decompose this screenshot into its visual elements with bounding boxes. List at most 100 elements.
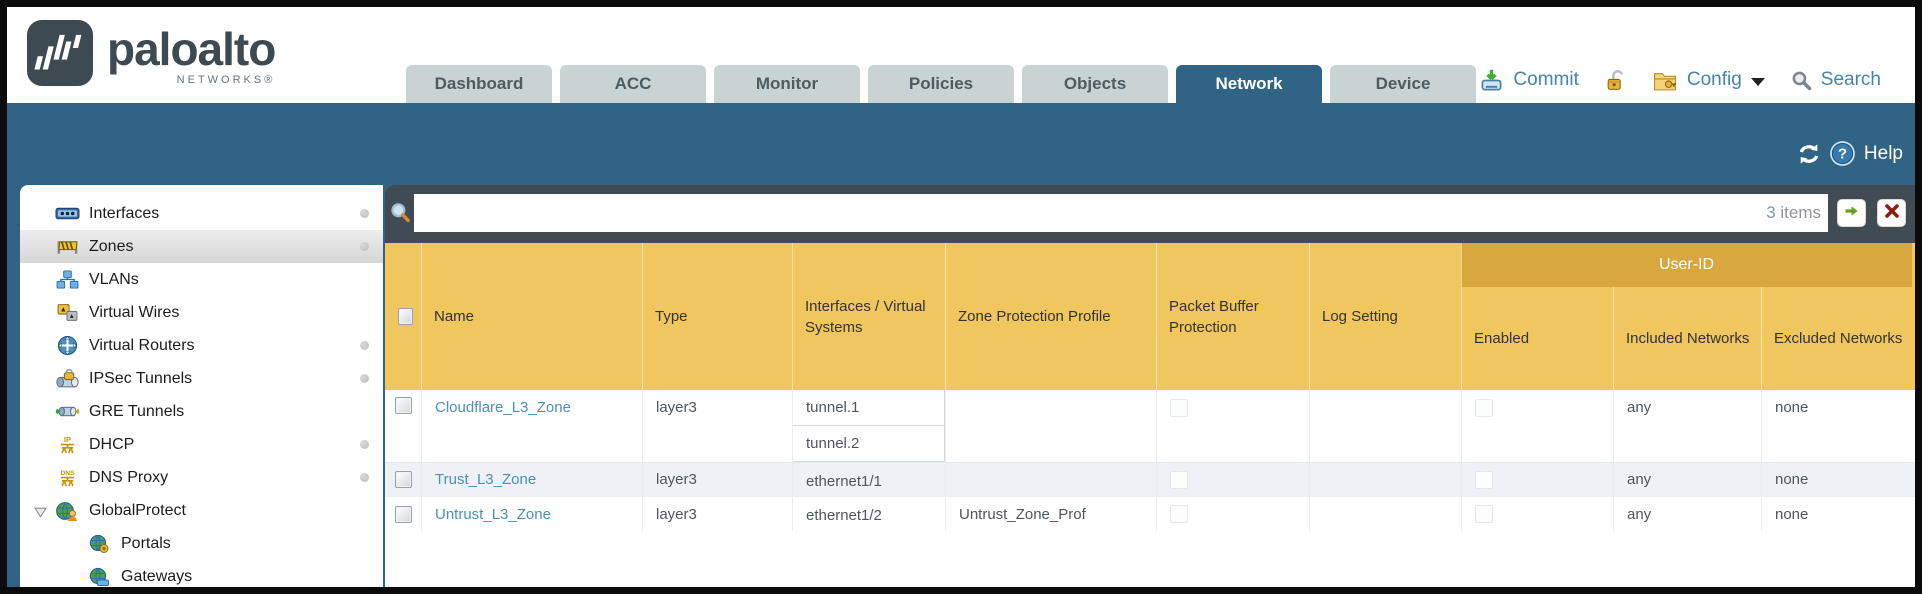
- paloalto-logo-icon: [25, 20, 95, 91]
- band-actions: ? Help: [1797, 140, 1903, 167]
- search-icon[interactable]: [1791, 70, 1812, 91]
- zone-type: layer3: [656, 471, 697, 488]
- column-header-log-setting[interactable]: Log Setting: [1309, 243, 1461, 390]
- filter-toolbar: 3 items: [385, 185, 1915, 243]
- interface-cell: ethernet1/2: [806, 506, 882, 524]
- clear-filter-button[interactable]: [1877, 199, 1906, 227]
- refresh-icon[interactable]: [1797, 143, 1821, 165]
- zone-name-link[interactable]: Trust_L3_Zone: [435, 471, 537, 488]
- config-dropdown-caret-icon[interactable]: [1750, 77, 1765, 86]
- interface-cell: tunnel.1: [793, 390, 944, 426]
- column-header-packet-buffer-protection[interactable]: Packet Buffer Protection: [1156, 243, 1309, 390]
- interface-cell: tunnel.2: [793, 426, 944, 462]
- included-networks: any: [1627, 505, 1652, 523]
- row-checkbox[interactable]: [394, 471, 412, 488]
- zone-name-link[interactable]: Cloudflare_L3_Zone: [435, 399, 571, 416]
- paloalto-logo: paloalto NETWORKS®: [25, 20, 276, 91]
- sidebar-item-virtual-routers[interactable]: Virtual Routers: [20, 329, 383, 362]
- column-header-zone-protection-profile[interactable]: Zone Protection Profile: [945, 243, 1156, 390]
- green-arrow-icon: [1843, 203, 1860, 224]
- sidebar-item-dhcp[interactable]: IP DHCP: [20, 428, 383, 461]
- column-header-name[interactable]: Name: [421, 243, 642, 390]
- tab-policies[interactable]: Policies: [868, 65, 1014, 103]
- included-networks: any: [1627, 399, 1652, 416]
- sidebar-item-gateways[interactable]: Gateways: [20, 560, 383, 587]
- included-networks: any: [1627, 471, 1652, 488]
- globalprotect-icon: [54, 501, 80, 521]
- portals-icon: [86, 534, 112, 554]
- table-row: Trust_L3_Zone layer3 ethernet1/1 any non…: [385, 462, 1915, 496]
- zones-content-panel: 3 items User-ID Name Type Interfaces / V…: [385, 185, 1915, 587]
- status-dot: [360, 440, 369, 449]
- sidebar-item-portals[interactable]: Portals: [20, 527, 383, 560]
- dhcp-icon: IP: [54, 435, 80, 455]
- zones-icon: [54, 237, 80, 256]
- column-header-excluded-networks[interactable]: Excluded Networks: [1761, 287, 1912, 390]
- gre-tunnels-icon: [54, 402, 80, 421]
- tab-dashboard[interactable]: Dashboard: [406, 65, 552, 103]
- zone-type: layer3: [656, 505, 697, 523]
- virtual-routers-icon: [54, 335, 80, 356]
- config-icon[interactable]: [1652, 69, 1678, 92]
- sidebar-item-virtual-wires[interactable]: Virtual Wires: [20, 296, 383, 329]
- status-dot: [360, 473, 369, 482]
- status-dot: [360, 209, 369, 218]
- svg-text:IP: IP: [63, 435, 70, 444]
- packet-buffer-protection-checkbox: [1170, 399, 1188, 417]
- status-dot: [360, 341, 369, 350]
- user-id-group-header: User-ID: [1461, 243, 1912, 287]
- config-button[interactable]: Config: [1686, 69, 1742, 90]
- excluded-networks: none: [1775, 505, 1809, 523]
- tab-monitor[interactable]: Monitor: [714, 65, 860, 103]
- column-header-type[interactable]: Type: [642, 243, 792, 390]
- apply-filter-button[interactable]: [1837, 199, 1866, 227]
- virtual-wires-icon: [54, 303, 80, 322]
- commit-icon[interactable]: [1479, 68, 1504, 93]
- excluded-networks: none: [1775, 471, 1809, 488]
- sidebar-item-ipsec-tunnels[interactable]: IPSec Tunnels: [20, 362, 383, 395]
- top-header-bar: paloalto NETWORKS® Dashboard ACC Monitor…: [7, 7, 1915, 103]
- sidebar-item-interfaces[interactable]: Interfaces: [20, 197, 383, 230]
- help-label[interactable]: Help: [1863, 142, 1903, 164]
- zone-protection-profile: Untrust_Zone_Prof: [959, 505, 1086, 523]
- sidebar-item-vlans[interactable]: VLANs: [20, 263, 383, 296]
- help-icon[interactable]: ?: [1829, 140, 1856, 167]
- search-button[interactable]: Search: [1820, 69, 1881, 90]
- commit-button[interactable]: Commit: [1513, 69, 1579, 90]
- main-nav-tabs: Dashboard ACC Monitor Policies Objects N…: [406, 65, 1476, 103]
- app-background: paloalto NETWORKS® Dashboard ACC Monitor…: [7, 7, 1915, 587]
- excluded-networks: none: [1775, 399, 1809, 416]
- red-x-icon: [1884, 203, 1900, 224]
- sidebar-item-zones[interactable]: Zones: [20, 230, 383, 263]
- sidebar-item-globalprotect[interactable]: GlobalProtect: [20, 494, 383, 527]
- zone-name-link[interactable]: Untrust_L3_Zone: [435, 505, 551, 523]
- table-row: Cloudflare_L3_Zone layer3 tunnel.1 tunne…: [385, 390, 1915, 462]
- expand-triangle-icon[interactable]: [34, 505, 47, 523]
- sidebar-item-dns-proxy[interactable]: DNS DNS Proxy: [20, 461, 383, 494]
- zone-type: layer3: [656, 399, 697, 416]
- row-checkbox[interactable]: [394, 505, 412, 523]
- interface-cell: ethernet1/1: [806, 472, 882, 490]
- column-header-included-networks[interactable]: Included Networks: [1613, 287, 1761, 390]
- column-header-interfaces[interactable]: Interfaces / Virtual Systems: [792, 243, 945, 390]
- tab-objects[interactable]: Objects: [1022, 65, 1168, 103]
- gateways-icon: [86, 567, 112, 587]
- select-all-checkbox-cell: [385, 243, 421, 390]
- network-sidebar: Interfaces Zones VLANs Virtual Wires Vir…: [20, 185, 383, 587]
- filter-input[interactable]: [414, 194, 1828, 232]
- dns-proxy-icon: DNS: [54, 468, 80, 488]
- column-header-enabled[interactable]: Enabled: [1461, 287, 1613, 390]
- tab-acc[interactable]: ACC: [560, 65, 706, 103]
- packet-buffer-protection-checkbox: [1170, 470, 1188, 489]
- select-all-checkbox[interactable]: [398, 308, 413, 325]
- brand-subtitle: NETWORKS®: [176, 74, 276, 86]
- user-id-enabled-checkbox: [1475, 470, 1493, 489]
- sidebar-item-gre-tunnels[interactable]: GRE Tunnels: [20, 395, 383, 428]
- row-checkbox[interactable]: [394, 397, 412, 414]
- user-id-enabled-checkbox: [1475, 505, 1493, 523]
- lock-icon[interactable]: [1605, 69, 1626, 92]
- interfaces-icon: [54, 204, 80, 223]
- tab-device[interactable]: Device: [1330, 65, 1476, 103]
- tab-network[interactable]: Network: [1176, 65, 1322, 103]
